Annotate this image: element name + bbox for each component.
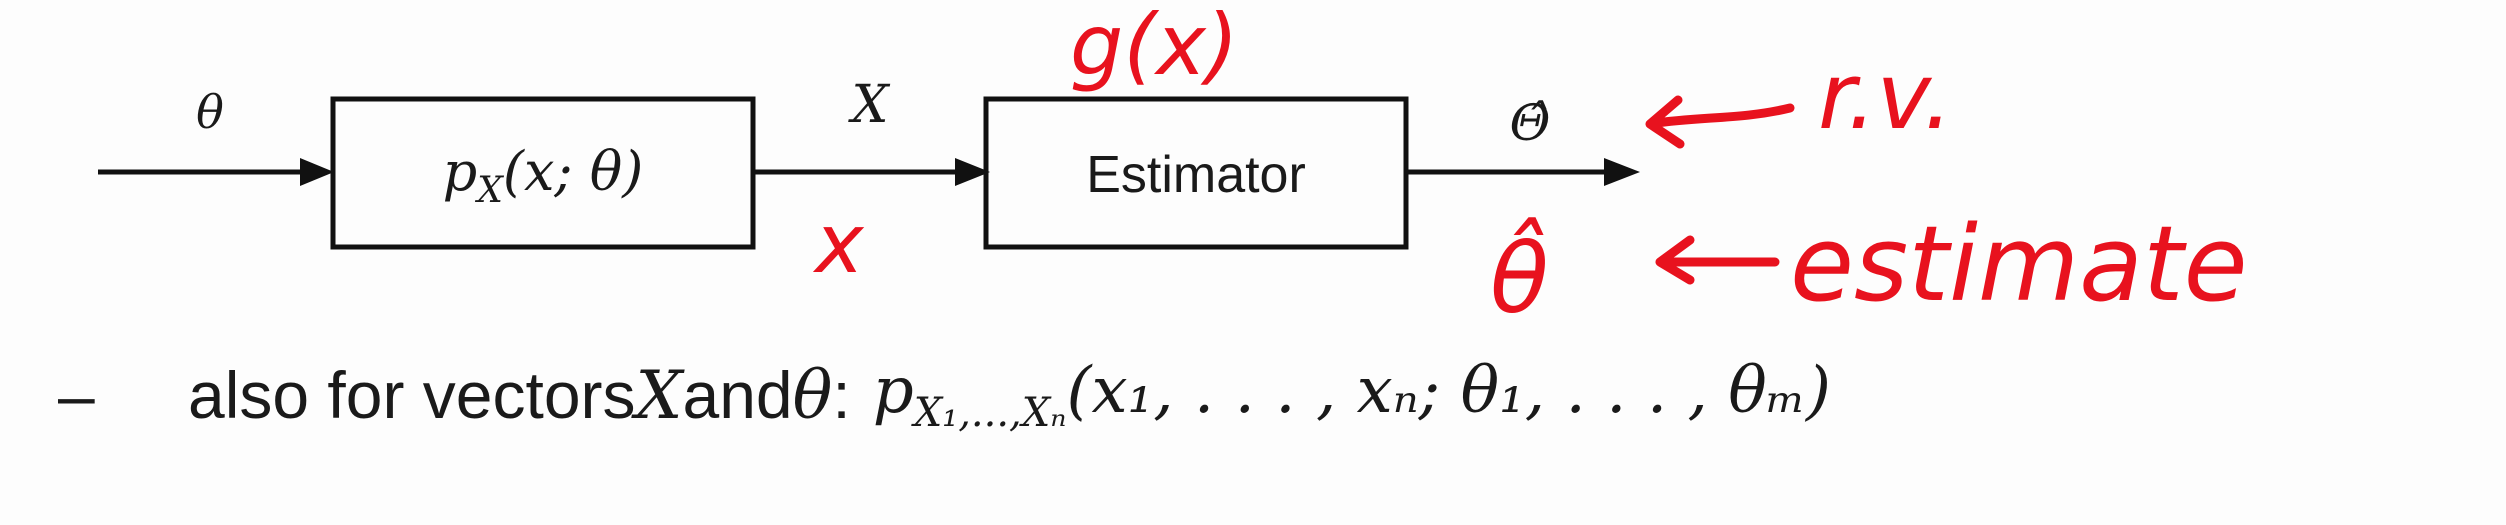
annotation-theta-hat: θ̂ xyxy=(1490,218,1549,335)
bullet-text-prefix: also for vectors xyxy=(188,358,636,432)
formula-args: (x₁, . . . , xₙ; θ₁, . . . , θₘ) xyxy=(1066,354,1831,429)
annotation-rv: r.v. xyxy=(1818,43,1953,150)
annotation-observed-x: x xyxy=(812,197,865,292)
middle-arrowhead xyxy=(955,158,990,186)
formula-subscript: X₁,...,Xₙ xyxy=(913,389,1067,436)
output-theta-hat-label: Θ̂ xyxy=(1510,94,1551,152)
bullet-text-and: and xyxy=(682,358,793,432)
bullet-formula: pX₁,...,Xₙ(x₁, . . . , xₙ; θ₁, . . . , θ… xyxy=(873,354,1831,436)
bullet-dash: – xyxy=(58,358,95,432)
bullet-var-x: X xyxy=(635,356,683,434)
model-box-label: pX(x; θ) xyxy=(443,140,644,211)
output-arrowhead xyxy=(1604,158,1640,186)
middle-x-label: X xyxy=(847,75,890,135)
estimate-pointer-arrow xyxy=(1655,235,1780,285)
annotation-estimate: estimate xyxy=(1790,203,2248,325)
bullet-vectors-note: – also for vectors X and θ : pX₁,...,Xₙ(… xyxy=(58,340,1831,450)
annotation-g-of-x: g(x) xyxy=(1070,0,1239,94)
bullet-colon: : xyxy=(832,358,851,432)
rv-pointer-arrow xyxy=(1645,95,1795,149)
estimator-label: Estimator xyxy=(1086,146,1306,204)
input-theta-label: θ xyxy=(196,85,224,139)
input-arrowhead xyxy=(300,158,334,186)
formula-p: p xyxy=(872,354,914,429)
bullet-var-theta: θ xyxy=(792,356,833,434)
